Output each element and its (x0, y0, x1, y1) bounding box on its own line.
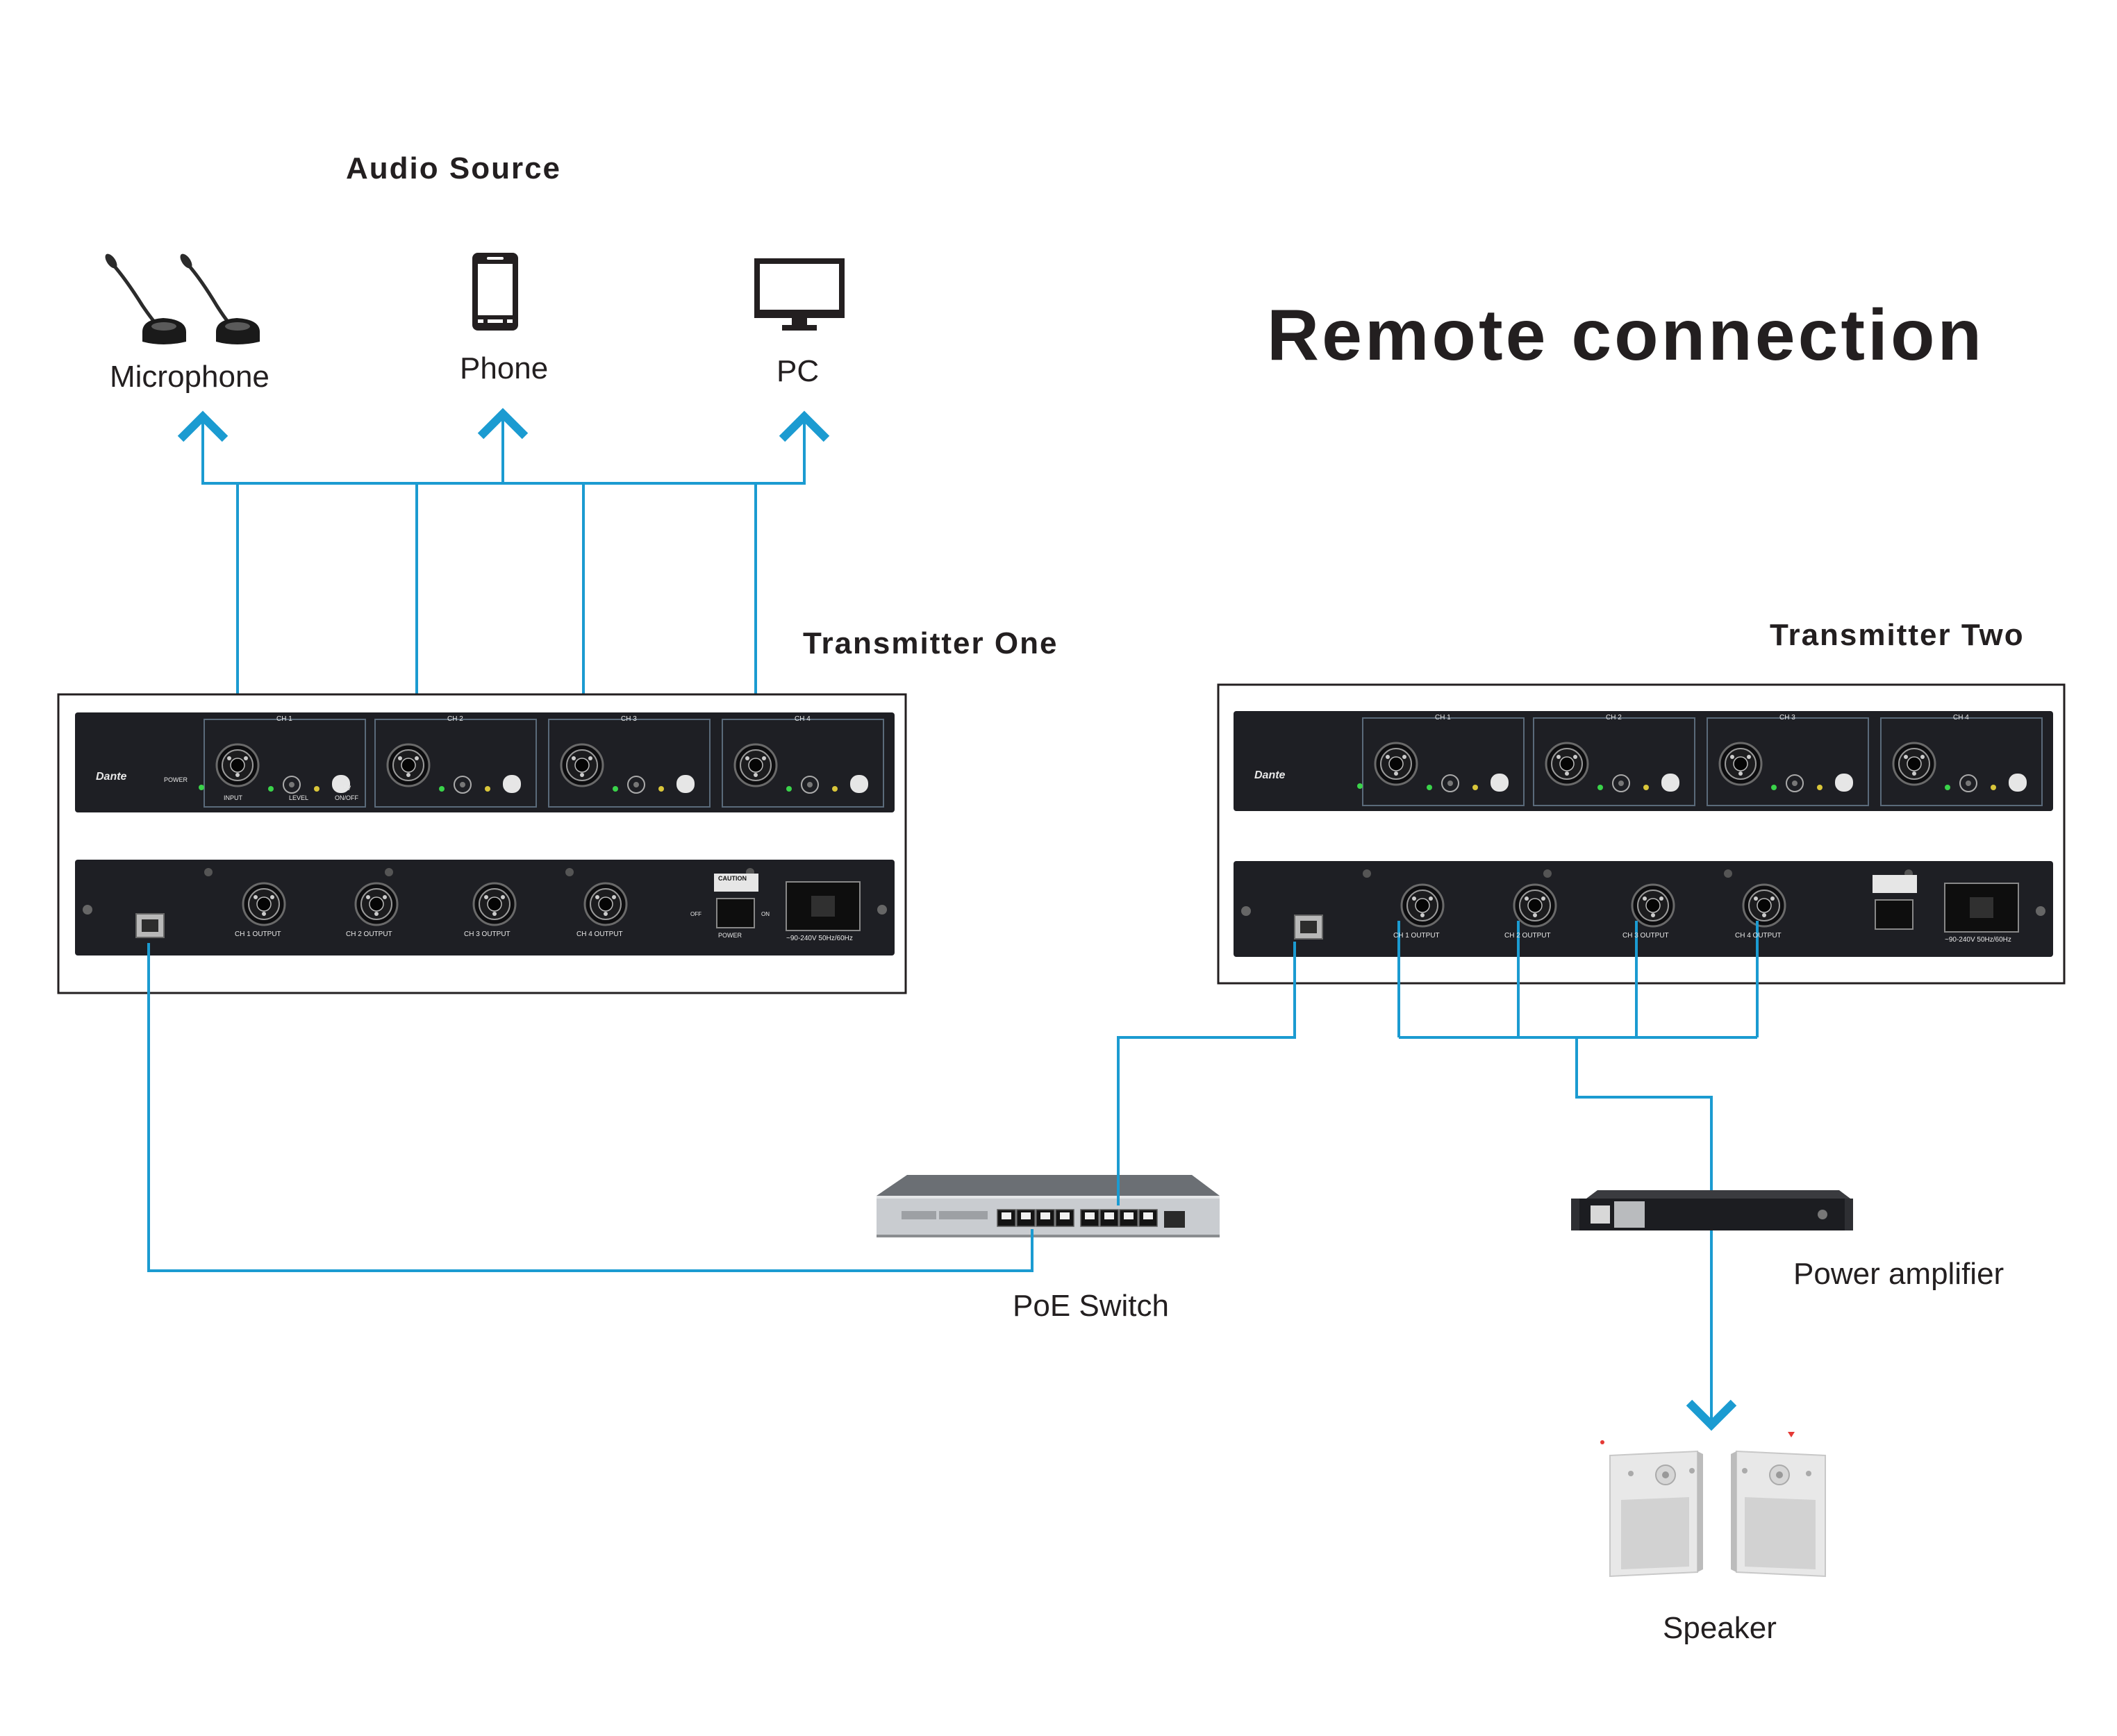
speaker-icon (1600, 1432, 1826, 1578)
panel-ch4-two: CH 4 (1953, 714, 1969, 721)
power-amplifier-label: Power amplifier (1793, 1257, 2004, 1291)
page-title: Remote connection (1267, 295, 1984, 376)
panel-out4-one: CH 4 OUTPUT (576, 930, 623, 938)
panel-out3-two: CH 3 OUTPUT (1622, 932, 1669, 940)
phone-icon (472, 253, 518, 331)
panel-ch2-one: CH 2 (447, 715, 463, 723)
panel-brand-two: Dante (1254, 769, 1286, 781)
transmitter-two-label: Transmitter Two (1770, 618, 2025, 652)
output-connection-lines (1397, 921, 1759, 1431)
panel-ch4-one: CH 4 (795, 715, 811, 723)
panel-ch1-two: CH 1 (1435, 714, 1451, 721)
power-amplifier-device (1571, 1190, 1853, 1230)
panel-voltage-one: ~90-240V 50Hz/60Hz (786, 935, 853, 942)
panel-ch3-two: CH 3 (1779, 714, 1795, 721)
panel-rear-off: OFF (690, 911, 701, 917)
poe-switch-device (877, 1175, 1220, 1237)
pc-monitor-icon (754, 258, 845, 331)
transmitter-one-device (57, 693, 907, 994)
panel-out3-one: CH 3 OUTPUT (464, 930, 510, 938)
network-connection-lines (147, 942, 1296, 1272)
panel-brand-one: Dante (96, 771, 127, 783)
transmitter-one-label: Transmitter One (803, 626, 1058, 660)
speaker-label: Speaker (1663, 1611, 1777, 1645)
phone-label: Phone (460, 351, 549, 385)
pc-label: PC (777, 354, 820, 388)
panel-out2-one: CH 2 OUTPUT (346, 930, 392, 938)
panel-front-level: LEVEL (289, 794, 309, 801)
panel-out4-two: CH 4 OUTPUT (1735, 932, 1782, 940)
panel-rear-caution: CAUTION (718, 875, 747, 882)
audio-source-heading: Audio Source (346, 151, 562, 185)
panel-rear-power: POWER (718, 932, 742, 939)
panel-front-phantom: +48V (336, 785, 351, 792)
panel-out1-two: CH 1 OUTPUT (1393, 932, 1440, 940)
panel-rear-on: ON (761, 911, 770, 917)
transmitter-two-device (1217, 683, 2066, 985)
panel-ch3-one: CH 3 (621, 715, 637, 723)
panel-out1-one: CH 1 OUTPUT (235, 930, 281, 938)
panel-front-onoff: ON/OFF (335, 794, 358, 801)
poe-switch-label: PoE Switch (1013, 1289, 1169, 1323)
microphone-label: Microphone (110, 360, 269, 394)
panel-ch2-two: CH 2 (1606, 714, 1622, 721)
panel-front-input: INPUT (224, 794, 242, 801)
panel-ch1-one: CH 1 (276, 715, 292, 723)
panel-front-power: POWER (164, 776, 188, 783)
panel-out2-two: CH 2 OUTPUT (1504, 932, 1551, 940)
panel-voltage-two: ~90-240V 50Hz/60Hz (1945, 936, 2011, 944)
microphone-icon (105, 253, 260, 344)
